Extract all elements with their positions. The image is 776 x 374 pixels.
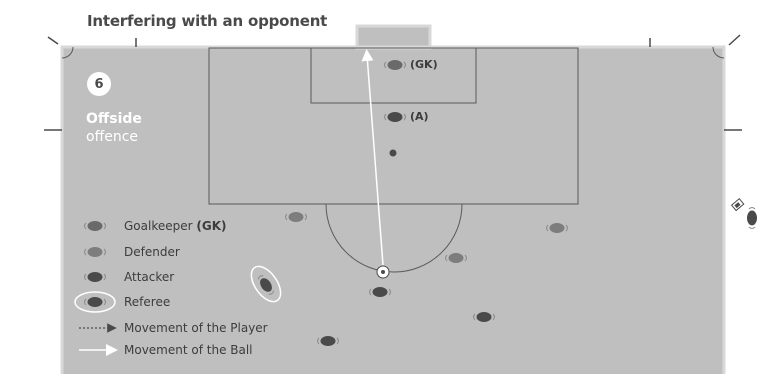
legend-referee: Referee bbox=[124, 295, 171, 309]
flag-icon bbox=[730, 198, 745, 212]
corner-mark-left bbox=[47, 36, 59, 45]
ball bbox=[376, 265, 390, 279]
penalty-spot bbox=[389, 149, 397, 157]
scenario-number-badge: 6 bbox=[87, 72, 111, 96]
referee-ring bbox=[250, 265, 282, 303]
corner-arc-right bbox=[712, 46, 725, 59]
offence-title: Offside bbox=[86, 111, 142, 127]
penalty-arc bbox=[325, 203, 463, 273]
goal bbox=[355, 24, 432, 50]
pitch-boundary bbox=[60, 45, 726, 374]
corner-mark-right bbox=[728, 34, 741, 46]
offence-subtitle: offence bbox=[86, 129, 139, 145]
diagram-title: Interfering with an opponent bbox=[87, 12, 328, 30]
pitch-surface bbox=[62, 46, 724, 374]
legend-referee-icon bbox=[74, 291, 116, 313]
legend-attacker: Attacker bbox=[124, 270, 175, 284]
legend-goalkeeper: Goalkeeper (GK) bbox=[124, 219, 227, 233]
legend-ball-movement: Movement of the Ball bbox=[124, 343, 253, 357]
attacker-label: (A) bbox=[410, 110, 429, 123]
assistant-referee bbox=[730, 198, 758, 229]
goalkeeper-label: (GK) bbox=[410, 58, 438, 71]
legend-defender: Defender bbox=[124, 245, 180, 259]
ball-path-arrow bbox=[361, 49, 384, 266]
legend-goalkeeper-label: Goalkeeper bbox=[124, 219, 197, 233]
legend-goalkeeper-abbr: (GK) bbox=[196, 219, 227, 233]
goal-area bbox=[310, 47, 477, 104]
legend-player-movement: Movement of the Player bbox=[124, 321, 268, 335]
corner-arc-left bbox=[61, 46, 74, 59]
